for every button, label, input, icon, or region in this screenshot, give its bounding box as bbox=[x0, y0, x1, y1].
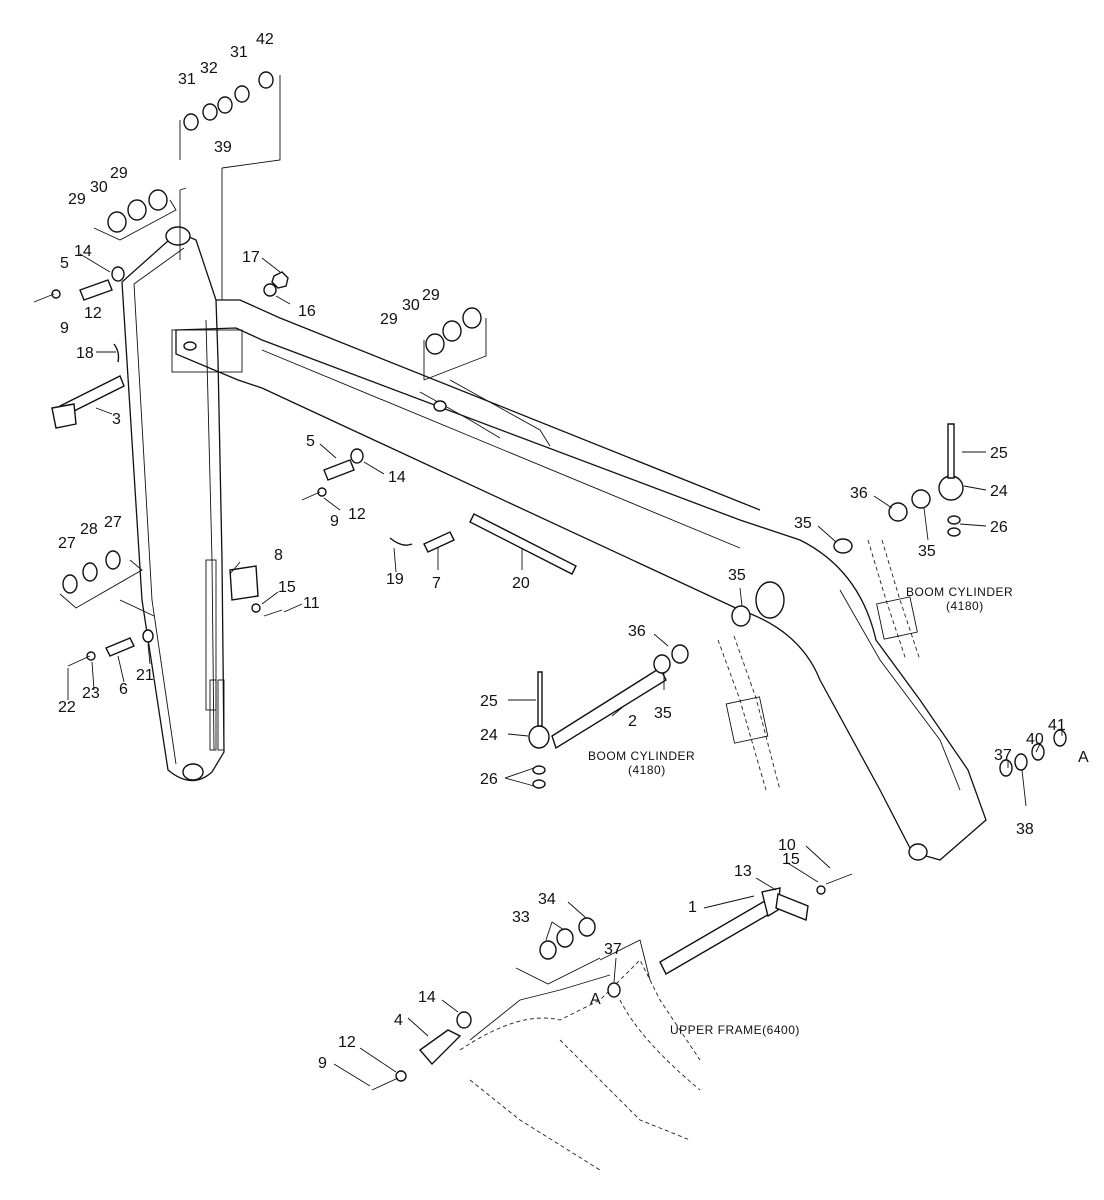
label-15-lower: 15 bbox=[782, 851, 800, 868]
label-35-d: 35 bbox=[654, 705, 672, 722]
caption-boom-cylinder-lower: BOOM CYLINDER bbox=[588, 749, 695, 763]
label-14-mid: 14 bbox=[388, 469, 406, 486]
label-36-a: 36 bbox=[850, 485, 868, 502]
label-27-left: 27 bbox=[58, 535, 76, 552]
label-35-a: 35 bbox=[794, 515, 812, 532]
bracket-8 bbox=[229, 565, 259, 601]
label-14-upper: 14 bbox=[74, 243, 92, 260]
arm-outline bbox=[121, 226, 225, 782]
pin-6 bbox=[105, 637, 135, 657]
caption-boom-cylinder-upper-code: (4180) bbox=[946, 599, 984, 613]
label-7: 7 bbox=[432, 575, 441, 592]
label-9-lower: 9 bbox=[318, 1055, 327, 1072]
label-8: 8 bbox=[274, 547, 283, 564]
label-37-lower: 37 bbox=[604, 941, 622, 958]
label-30-a: 30 bbox=[90, 179, 108, 196]
label-18: 18 bbox=[76, 345, 94, 362]
label-9-mid: 9 bbox=[330, 513, 339, 530]
pin-4 bbox=[418, 1029, 462, 1066]
pin-20 bbox=[469, 513, 577, 575]
pin-3 bbox=[51, 375, 125, 429]
pin-5-mid bbox=[323, 459, 355, 481]
label-25-upper: 25 bbox=[990, 445, 1008, 462]
label-40: 40 bbox=[1026, 731, 1044, 748]
label-5-mid: 5 bbox=[306, 433, 315, 450]
label-29-b: 29 bbox=[110, 165, 128, 182]
label-17: 17 bbox=[242, 249, 260, 266]
group-brackets bbox=[59, 75, 601, 985]
label-38: 38 bbox=[1016, 821, 1034, 838]
label-35-b: 35 bbox=[918, 543, 936, 560]
bolts bbox=[33, 293, 955, 1091]
label-35-c: 35 bbox=[728, 567, 746, 584]
label-41: 41 bbox=[1048, 717, 1066, 734]
label-9-upper: 9 bbox=[60, 320, 69, 337]
label-10: 10 bbox=[778, 837, 796, 854]
label-14-lower: 14 bbox=[418, 989, 436, 1006]
ref-a-lower: A bbox=[590, 991, 601, 1008]
label-28: 28 bbox=[80, 521, 98, 538]
label-21: 21 bbox=[136, 667, 154, 684]
label-26-upper: 26 bbox=[990, 519, 1008, 536]
label-24-lower: 24 bbox=[480, 727, 498, 744]
label-31-a: 31 bbox=[178, 71, 196, 88]
label-1: 1 bbox=[688, 899, 697, 916]
caption-upper-frame: UPPER FRAME(6400) bbox=[670, 1023, 800, 1037]
pin-7 bbox=[423, 531, 455, 553]
label-20: 20 bbox=[512, 575, 530, 592]
label-30-b: 30 bbox=[402, 297, 420, 314]
label-23: 23 bbox=[82, 685, 100, 702]
leader-lines bbox=[67, 253, 1063, 1087]
label-3: 3 bbox=[112, 411, 121, 428]
caption-boom-cylinder-lower-code: (4180) bbox=[628, 763, 666, 777]
label-27-right: 27 bbox=[104, 514, 122, 531]
label-13: 13 bbox=[734, 863, 752, 880]
label-15-mid: 15 bbox=[278, 579, 296, 596]
label-6: 6 bbox=[119, 681, 128, 698]
label-12-mid: 12 bbox=[348, 506, 366, 523]
pin-5-upper bbox=[79, 279, 113, 301]
label-2: 2 bbox=[628, 713, 637, 730]
label-26-lower: 26 bbox=[480, 771, 498, 788]
label-5-upper: 5 bbox=[60, 255, 69, 272]
part-number-labels: 1 2 3 4 5 5 6 7 8 9 9 9 10 11 12 12 12 1… bbox=[58, 31, 1089, 1072]
label-29-a: 29 bbox=[68, 191, 86, 208]
boom-cylinder-lower bbox=[717, 635, 781, 791]
label-22: 22 bbox=[58, 699, 76, 716]
label-19: 19 bbox=[386, 571, 404, 588]
label-33: 33 bbox=[512, 909, 530, 926]
label-11: 11 bbox=[303, 595, 320, 612]
boom-outline bbox=[171, 299, 987, 861]
label-24-upper: 24 bbox=[990, 483, 1008, 500]
label-37-right: 37 bbox=[994, 747, 1012, 764]
captions: BOOM CYLINDER (4180) BOOM CYLINDER (4180… bbox=[588, 585, 1013, 1037]
label-31-b: 31 bbox=[230, 44, 248, 61]
label-12-lower: 12 bbox=[338, 1034, 356, 1051]
label-39: 39 bbox=[214, 139, 232, 156]
washers bbox=[51, 71, 1067, 1082]
upper-frame-outline bbox=[459, 939, 701, 1171]
label-34: 34 bbox=[538, 891, 556, 908]
label-29-d: 29 bbox=[422, 287, 440, 304]
label-4: 4 bbox=[394, 1012, 403, 1029]
label-12-upper: 12 bbox=[84, 305, 102, 322]
boom-cylinder-upper bbox=[867, 539, 921, 661]
ref-a-right: A bbox=[1078, 749, 1089, 766]
label-36-b: 36 bbox=[628, 623, 646, 640]
pin-1 bbox=[659, 887, 781, 975]
label-25-lower: 25 bbox=[480, 693, 498, 710]
caption-boom-cylinder-upper: BOOM CYLINDER bbox=[906, 585, 1013, 599]
plate-13 bbox=[775, 893, 809, 921]
pin-2 bbox=[551, 666, 667, 750]
label-16: 16 bbox=[298, 303, 316, 320]
label-32: 32 bbox=[200, 60, 218, 77]
label-42: 42 bbox=[256, 31, 274, 48]
label-29-c: 29 bbox=[380, 311, 398, 328]
